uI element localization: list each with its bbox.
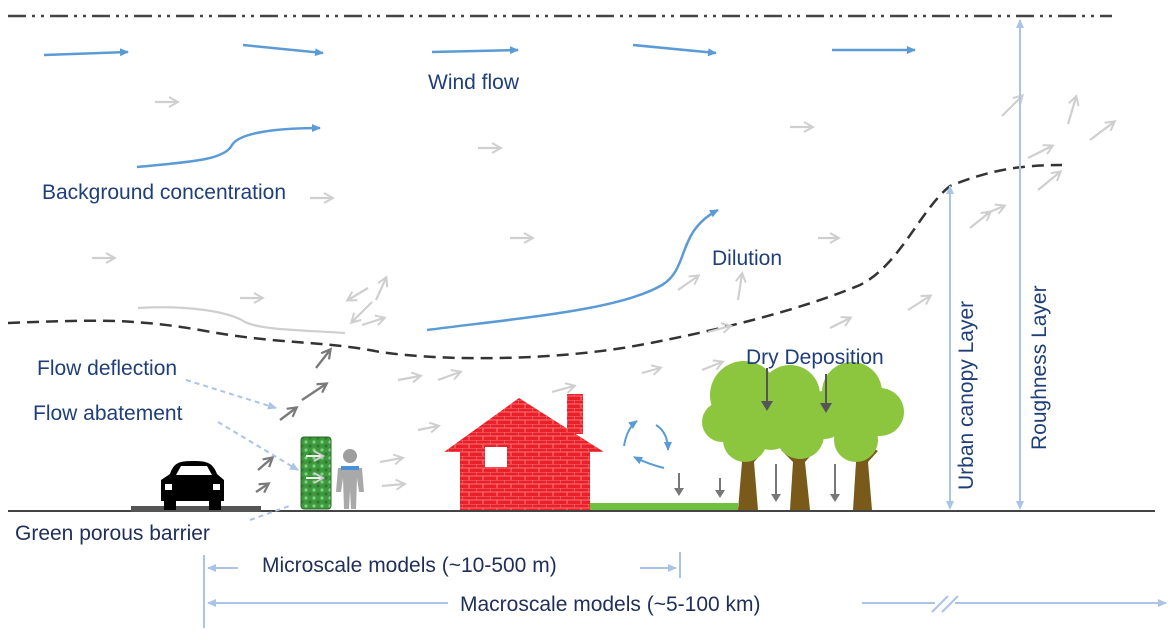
urban-canopy-layer-label: Urban canopy Layer bbox=[955, 301, 978, 490]
dilution-arrow bbox=[426, 208, 719, 332]
house-icon bbox=[444, 394, 604, 510]
dry-deposition-label: Dry Deposition bbox=[746, 346, 884, 369]
barrier-pointer bbox=[249, 504, 293, 521]
dilution-label: Dilution bbox=[712, 247, 782, 270]
grass-strip bbox=[590, 503, 738, 510]
wind-flow-arrows bbox=[43, 43, 916, 57]
flow-abatement-label: Flow abatement bbox=[33, 402, 183, 425]
microscale-models-label: Microscale models (~10-500 m) bbox=[262, 554, 557, 577]
gray-flow-arrows bbox=[92, 96, 1114, 486]
scale-break-mark-1 bbox=[931, 595, 949, 613]
flow-deflection-pointer bbox=[185, 379, 277, 410]
gray-flow-line bbox=[137, 306, 346, 335]
scale-break-mark-2 bbox=[941, 595, 959, 613]
wind-flow-label: Wind flow bbox=[428, 71, 520, 94]
car-icon bbox=[131, 461, 261, 512]
recirculation-arrows bbox=[623, 420, 672, 469]
green-porous-barrier-label: Green porous barrier bbox=[15, 522, 210, 545]
roughness-layer-label: Roughness Layer bbox=[1028, 285, 1051, 450]
flow-abatement-pointer bbox=[217, 421, 299, 471]
macroscale-models-label: Macroscale models (~5-100 km) bbox=[460, 593, 761, 616]
background-concentration-arrow bbox=[136, 124, 321, 169]
dry-deposition-arrows bbox=[674, 368, 840, 502]
green-barrier-icon bbox=[300, 436, 332, 510]
person-icon bbox=[336, 449, 364, 509]
background-concentration-label: Background concentration bbox=[42, 181, 286, 204]
canopy-boundary-line bbox=[7, 163, 1063, 360]
tree-icon bbox=[702, 361, 904, 510]
deflected-flow-arrows bbox=[255, 350, 330, 492]
flow-deflection-label: Flow deflection bbox=[37, 357, 177, 380]
